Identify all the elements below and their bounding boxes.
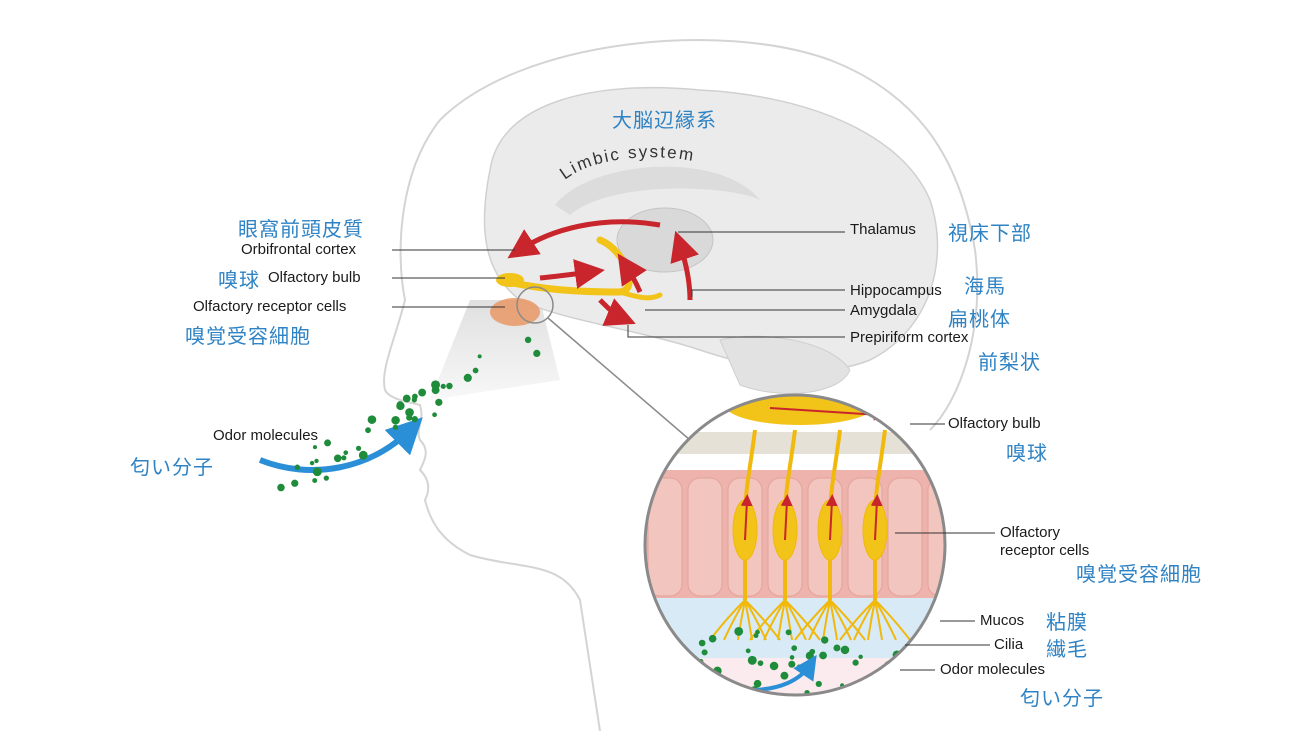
- thalamus-label: Thalamus: [850, 221, 916, 238]
- nasal-cavity: [430, 300, 560, 400]
- inset-focus-circle: [516, 286, 554, 324]
- amygdala-jp-label: 扁桃体: [948, 307, 1011, 331]
- inset-bulb-jp-label: 嗅球: [1006, 441, 1048, 465]
- receptor-cells-jp-label: 嗅覚受容細胞: [185, 324, 311, 348]
- inset-receptor-label-2: receptor cells: [1000, 542, 1090, 559]
- odor-airflow-arrow: [258, 417, 423, 473]
- amygdala-label: Amygdala: [850, 302, 917, 319]
- thalamus: [616, 207, 714, 273]
- cilia-jp-label: 繊毛: [1046, 637, 1088, 661]
- receptor-cells-label: Olfactory receptor cells: [193, 298, 347, 315]
- receptor-cells-region: [490, 298, 540, 326]
- hippocampus-label: Hippocampus: [850, 282, 942, 299]
- corpus-callosum: [555, 166, 760, 215]
- bulb-label: Olfactory bulb: [268, 269, 361, 286]
- hippocampus-jp-label: 海馬: [964, 274, 1006, 298]
- inset-receptor-jp-label: 嗅覚受容細胞: [1076, 562, 1202, 586]
- signal-arrows: [507, 219, 699, 326]
- cerebellum: [719, 335, 851, 394]
- odor-molecules-label: Odor molecules: [213, 427, 319, 444]
- inset-bulb-label: Olfactory bulb: [948, 415, 1041, 432]
- inset-odor-jp-label: 匂い分子: [1020, 686, 1104, 710]
- orbifrontal-label: Orbifrontal cortex: [241, 241, 357, 258]
- bulb-jp-label: 嗅球: [218, 268, 260, 292]
- olfactory-bulb: [496, 273, 524, 287]
- inset-odor-label: Odor molecules: [940, 661, 1046, 678]
- inset-magnified-view: [645, 395, 945, 695]
- orbifrontal-jp-label: 眼窩前頭皮質: [238, 217, 364, 241]
- prepiriform-jp-label: 前梨状: [978, 350, 1041, 374]
- odor-molecule-dots: [277, 336, 541, 492]
- mucos-jp-label: 粘膜: [1046, 610, 1088, 634]
- limbic-system-jp-label: 大脳辺縁系: [612, 108, 717, 132]
- inset-receptor-label-1: Olfactory: [1000, 524, 1061, 541]
- inset-border: [643, 393, 947, 697]
- prepiriform-label: Prepiriform cortex: [850, 329, 969, 346]
- cilia-label: Cilia: [994, 636, 1024, 653]
- odor-molecules-jp-label: 匂い分子: [130, 455, 214, 479]
- mucos-label: Mucos: [980, 612, 1025, 629]
- thalamus-jp-label: 視床下部: [948, 221, 1032, 245]
